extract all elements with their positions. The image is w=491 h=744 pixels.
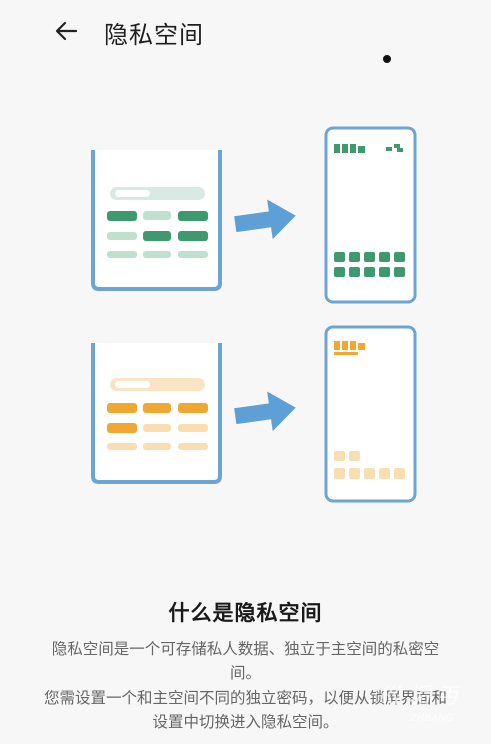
svg-text:垢: 垢 <box>408 684 433 709</box>
svg-text:丏: 丏 <box>436 684 461 709</box>
app-block <box>178 403 208 413</box>
app-block <box>107 403 137 413</box>
private-space-phone-illustration <box>324 325 417 503</box>
back-arrow-icon[interactable] <box>52 16 82 46</box>
arrow-right-icon <box>234 199 296 240</box>
private-space-illustration <box>91 126 417 503</box>
arrow-right-icon <box>234 391 296 432</box>
app-block <box>178 251 208 258</box>
indicator-dot <box>383 55 391 63</box>
app-block <box>107 232 137 240</box>
top-bar: 隐私空间 <box>0 0 491 63</box>
section-heading: 什么是隐私空间 <box>168 601 323 625</box>
app-block <box>107 423 137 433</box>
app-block <box>143 403 171 413</box>
svg-text:ZHBANG: ZHBANG <box>409 713 454 724</box>
main-space-container-illustration <box>91 150 222 291</box>
app-block <box>143 231 171 241</box>
description-paragraph-1: 隐私空间是一个可存储私人数据、独立于主空间的私密空间。 <box>51 640 440 682</box>
app-block <box>143 211 171 220</box>
app-block <box>178 443 208 450</box>
app-block <box>178 211 208 221</box>
main-space-phone-illustration <box>324 126 417 304</box>
page-title: 隐私空间 <box>104 21 204 49</box>
description-paragraph-2: 您需设置一个和主空间不同的独立密码，以便从锁屏界面和设置中切换进入隐私空间。 <box>43 689 447 731</box>
private-space-container-illustration <box>91 343 222 484</box>
app-block <box>143 251 171 258</box>
app-block <box>107 443 137 450</box>
app-block <box>107 251 137 258</box>
svg-text:巛: 巛 <box>378 684 402 709</box>
app-block <box>178 231 208 241</box>
app-block <box>143 443 171 450</box>
app-block <box>143 424 171 432</box>
watermark-logo: 巛 垢 丏 ZHBANG <box>378 684 461 724</box>
app-block <box>178 424 208 432</box>
app-block <box>107 211 137 221</box>
